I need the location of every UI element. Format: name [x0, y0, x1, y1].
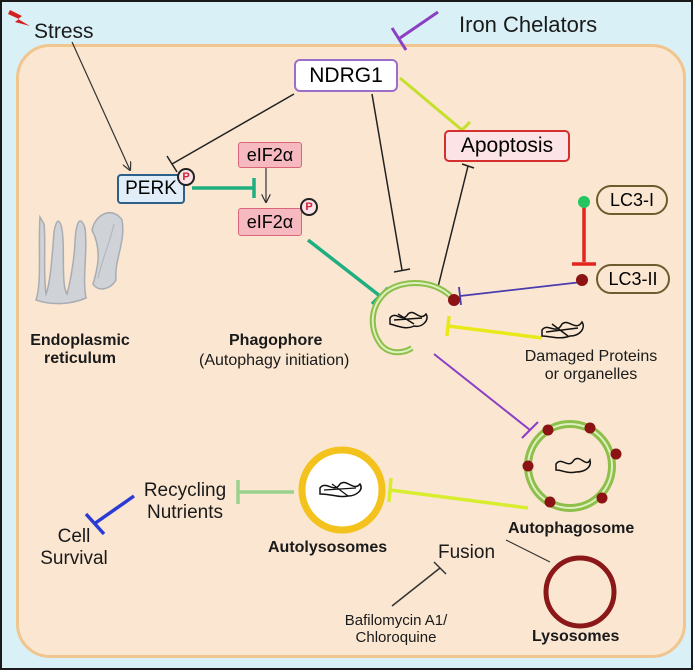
apoptosis-inhibit-link — [437, 163, 475, 288]
lightning-bolt-icon — [8, 10, 30, 26]
lc3i-to-lc3ii-conversion — [572, 202, 596, 266]
eif2a-node-top: eIF2α — [238, 142, 302, 168]
eif2a-phospho-badge: P — [300, 198, 318, 216]
eif2a-inhibit-phagophore — [306, 238, 390, 306]
stress-label: Stress — [34, 20, 94, 43]
recycling-line2: Nutrients — [146, 501, 224, 523]
recycling-nutrients-label: Recycling Nutrients — [130, 480, 240, 524]
damaged-line1: Damaged Proteins — [524, 348, 658, 365]
autolysosome-inhibit-recycling — [236, 480, 294, 504]
autophagosome-vesicle — [522, 420, 622, 512]
cell-line2: Survival — [40, 547, 108, 569]
lc3ii-inhibit-phagophore — [458, 281, 583, 306]
lysosomes-label: Lysosomes — [532, 628, 620, 645]
autolysosomes-label: Autolysosomes — [268, 539, 388, 556]
damaged-line2: or organelles — [544, 366, 638, 384]
apoptosis-node: Apoptosis — [444, 130, 570, 162]
iron-chelators-inhibit-ndrg1 — [390, 10, 439, 51]
protein-aggregate-icon — [541, 320, 584, 339]
phagophore-inhibit-autophagosome — [433, 353, 539, 439]
damaged-proteins-label: Damaged Proteins or organelles — [508, 348, 674, 385]
stress-to-perk-arrow — [71, 41, 130, 170]
cell-membrane — [16, 44, 686, 658]
phagophore-membrane — [369, 280, 460, 356]
fusion-to-lysosome-line — [505, 539, 551, 563]
lc3-i-node: LC3-I — [596, 185, 668, 215]
ndrg1-node: NDRG1 — [294, 59, 398, 92]
eif2a-inhibit-perk — [192, 178, 256, 198]
lc3ii-red-dot — [576, 274, 588, 286]
eif2a-node-phosphorylated: eIF2α — [238, 208, 302, 236]
bafilomycin-line2: Chloroquine — [355, 629, 437, 647]
er-label: Endoplasmic reticulum — [20, 332, 140, 369]
bafilomycin-line1: Bafilomycin A1/ — [344, 612, 448, 629]
ndrg1-inhibit-apoptosis — [399, 76, 472, 140]
cell-survival-label: Cell Survival — [28, 526, 120, 570]
ndrg1-inhibit-phagophore — [371, 93, 411, 273]
autophagosome-label: Autophagosome — [508, 520, 635, 537]
er-membrane-icon — [35, 211, 124, 305]
phagophore-sublabel: (Autophagy initiation) — [199, 352, 350, 369]
ndrg1-inhibit-perk — [166, 93, 295, 173]
er-label-line1: Endoplasmic — [30, 332, 130, 349]
er-label-line2: reticulum — [43, 350, 116, 368]
cell-line1: Cell — [57, 526, 91, 547]
lc3-ii-node: LC3-II — [596, 264, 670, 294]
lc3i-green-dot — [578, 196, 590, 208]
autolysosome-vesicle — [298, 446, 386, 534]
recycling-inhibit-survival — [84, 494, 136, 536]
bafilomycin-inhibit-fusion — [391, 561, 447, 607]
iron-chelators-label: Iron Chelators — [459, 12, 598, 37]
phagophore-label: Phagophore — [229, 332, 323, 349]
lysosome-vesicle — [543, 555, 617, 629]
bafilomycin-label: Bafilomycin A1/ Chloroquine — [320, 612, 472, 647]
perk-node: PERK — [117, 174, 185, 204]
phagophore-cargo-icon — [389, 311, 428, 329]
damaged-proteins-inhibit-phagophore — [445, 315, 543, 340]
fusion-label: Fusion — [438, 542, 496, 563]
recycling-line1: Recycling — [143, 480, 227, 501]
autophagosome-inhibit-autolysosome — [387, 477, 529, 510]
perk-phospho-badge: P — [177, 168, 195, 186]
